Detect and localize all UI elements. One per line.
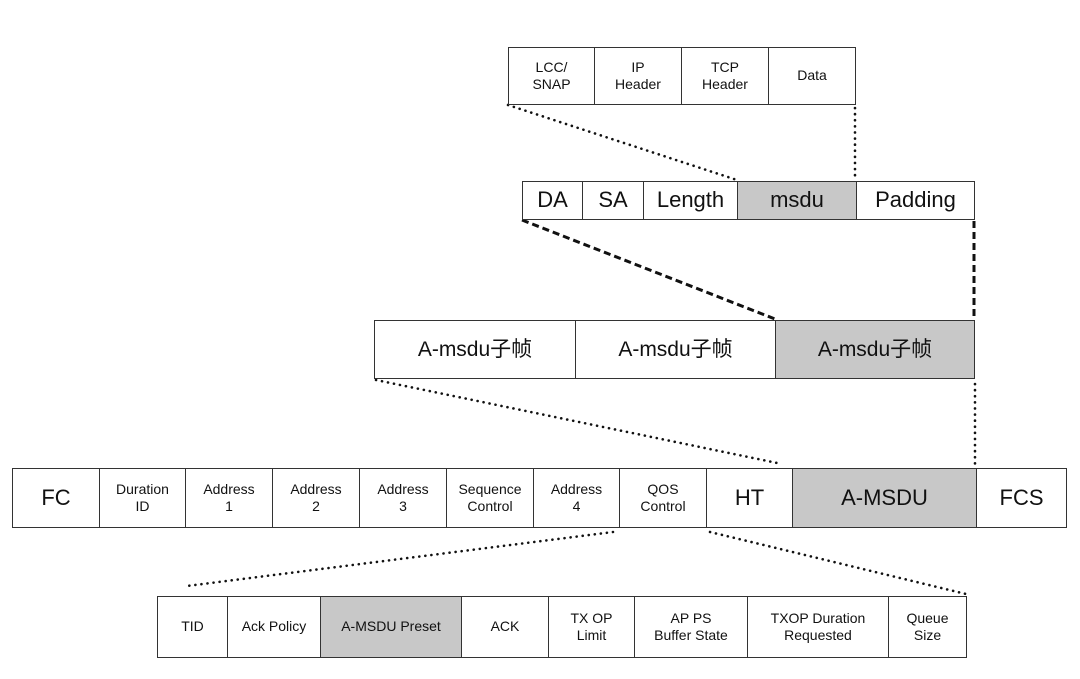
field-fc: FC [12,468,100,528]
field-queue-size: Queue Size [888,596,967,658]
connector-amsdu-left [374,378,784,466]
field-msdu: msdu [737,181,857,220]
field-amsdu-subframe-1: A-msdu子帧 [374,320,576,379]
field-ip-header: IP Header [594,47,682,105]
connector-qos-left [185,530,615,588]
field-address-1: Address 1 [185,468,273,528]
field-a-msdu-preset: A-MSDU Preset [320,596,462,658]
field-tx-op-limit: TX OP Limit [548,596,635,658]
field-a-msdu: A-MSDU [792,468,977,528]
field-ack-policy: Ack Policy [227,596,321,658]
field-tcp-header: TCP Header [681,47,769,105]
field-txop-duration-requested: TXOP Duration Requested [747,596,889,658]
field-da: DA [522,181,583,220]
field-length: Length [643,181,738,220]
field-ack: ACK [461,596,549,658]
field-duration-id: Duration ID [99,468,186,528]
field-amsdu-subframe-2: A-msdu子帧 [575,320,776,379]
field-padding: Padding [856,181,975,220]
field-amsdu-subframe-3: A-msdu子帧 [775,320,975,379]
field-data: Data [768,47,856,105]
field-qos-control: QOS Control [619,468,707,528]
field-fcs: FCS [976,468,1067,528]
field-sa: SA [582,181,644,220]
field-lcc-snap: LCC/ SNAP [508,47,595,105]
connector-subframe-left [521,218,776,321]
field-address-4: Address 4 [533,468,620,528]
connector-qos-right [708,530,968,596]
field-ap-ps-buffer-state: AP PS Buffer State [634,596,748,658]
field-address-2: Address 2 [272,468,360,528]
field-ht: HT [706,468,793,528]
field-sequence-control: Sequence Control [446,468,534,528]
field-tid: TID [157,596,228,658]
connector-payload-left [506,103,739,182]
field-address-3: Address 3 [359,468,447,528]
